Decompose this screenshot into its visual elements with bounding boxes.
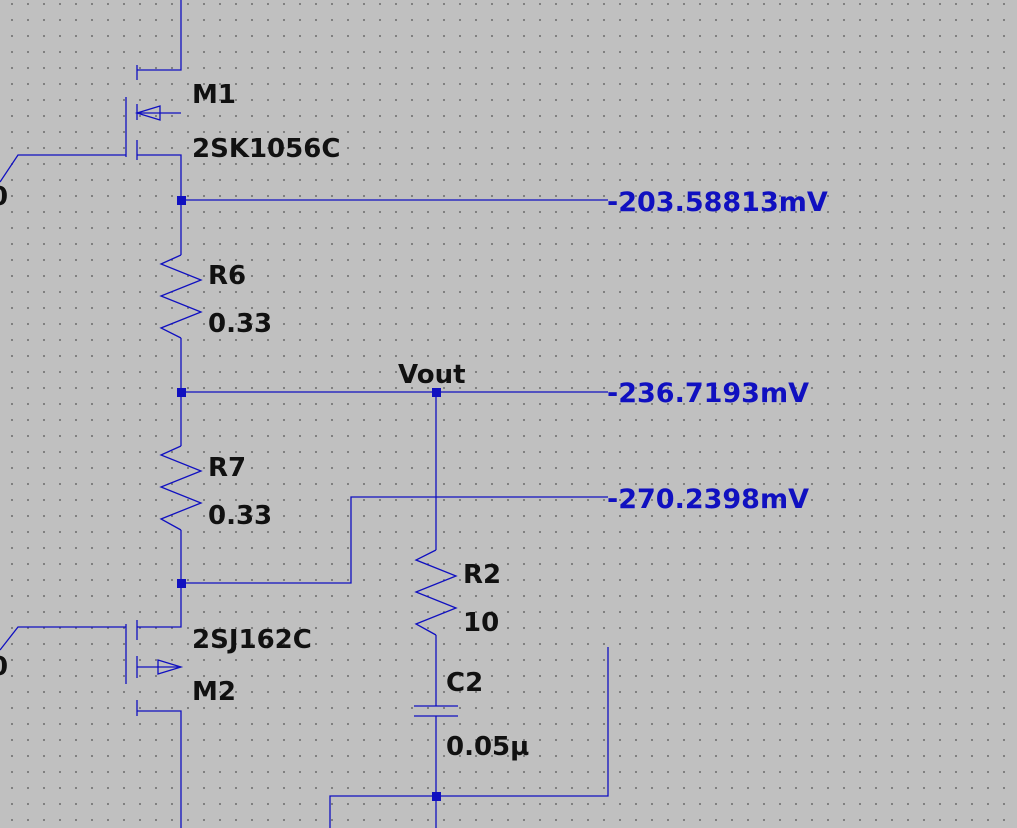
- voltage-probe-bottom-label: -270.2398mV: [607, 484, 809, 515]
- r6-name-label: R6: [208, 261, 246, 291]
- wire-m2-drain: [137, 710, 182, 828]
- mosfet-m2-symbol[interactable]: [125, 620, 184, 716]
- wire-drain-m1: [137, 0, 182, 71]
- voltage-probe-vout-label: -236.7193mV: [607, 378, 809, 409]
- junction-r6-r7: [177, 388, 186, 397]
- clipped-net-label-top: 0: [0, 182, 8, 212]
- wires: [0, 0, 609, 828]
- wire-m1-source-to-r6: [137, 154, 182, 255]
- m2-name-label: M2: [192, 677, 236, 707]
- resistor-r6-symbol[interactable]: [159, 254, 203, 339]
- c2-value-label: 0.05µ: [446, 732, 529, 762]
- wire-probe-bottom: [181, 496, 608, 584]
- net-label-vout[interactable]: Vout: [398, 360, 466, 390]
- r7-name-label: R7: [208, 453, 246, 483]
- junctions: [177, 196, 441, 801]
- voltage-probe-top-label: -203.58813mV: [607, 187, 828, 218]
- capacitor-c2-symbol[interactable]: [414, 705, 458, 717]
- wire-bottom-rail: [329, 647, 609, 828]
- m2-model-label: 2SJ162C: [192, 625, 312, 655]
- wire-r7-to-m2: [137, 530, 182, 628]
- c2-name-label: C2: [446, 668, 483, 698]
- junction-r7-m2: [177, 579, 186, 588]
- clipped-net-label-bottom: 0: [0, 652, 8, 682]
- m1-model-label: 2SK1056C: [192, 134, 340, 164]
- r2-value-label: 10: [463, 608, 499, 638]
- wire-gate-m1: [0, 154, 126, 183]
- r7-value-label: 0.33: [208, 501, 272, 531]
- junction-vout: [432, 388, 441, 397]
- junction-c2-bottom: [432, 792, 441, 801]
- resistor-r7-symbol[interactable]: [159, 445, 203, 531]
- m1-name-label: M1: [192, 80, 236, 110]
- r6-value-label: 0.33: [208, 309, 272, 339]
- junction-m1-source: [177, 196, 186, 205]
- wire-gate-m2: [0, 626, 126, 651]
- resistor-r2-symbol[interactable]: [414, 549, 458, 636]
- mosfet-m1-symbol[interactable]: [125, 65, 181, 160]
- r2-name-label: R2: [463, 560, 501, 590]
